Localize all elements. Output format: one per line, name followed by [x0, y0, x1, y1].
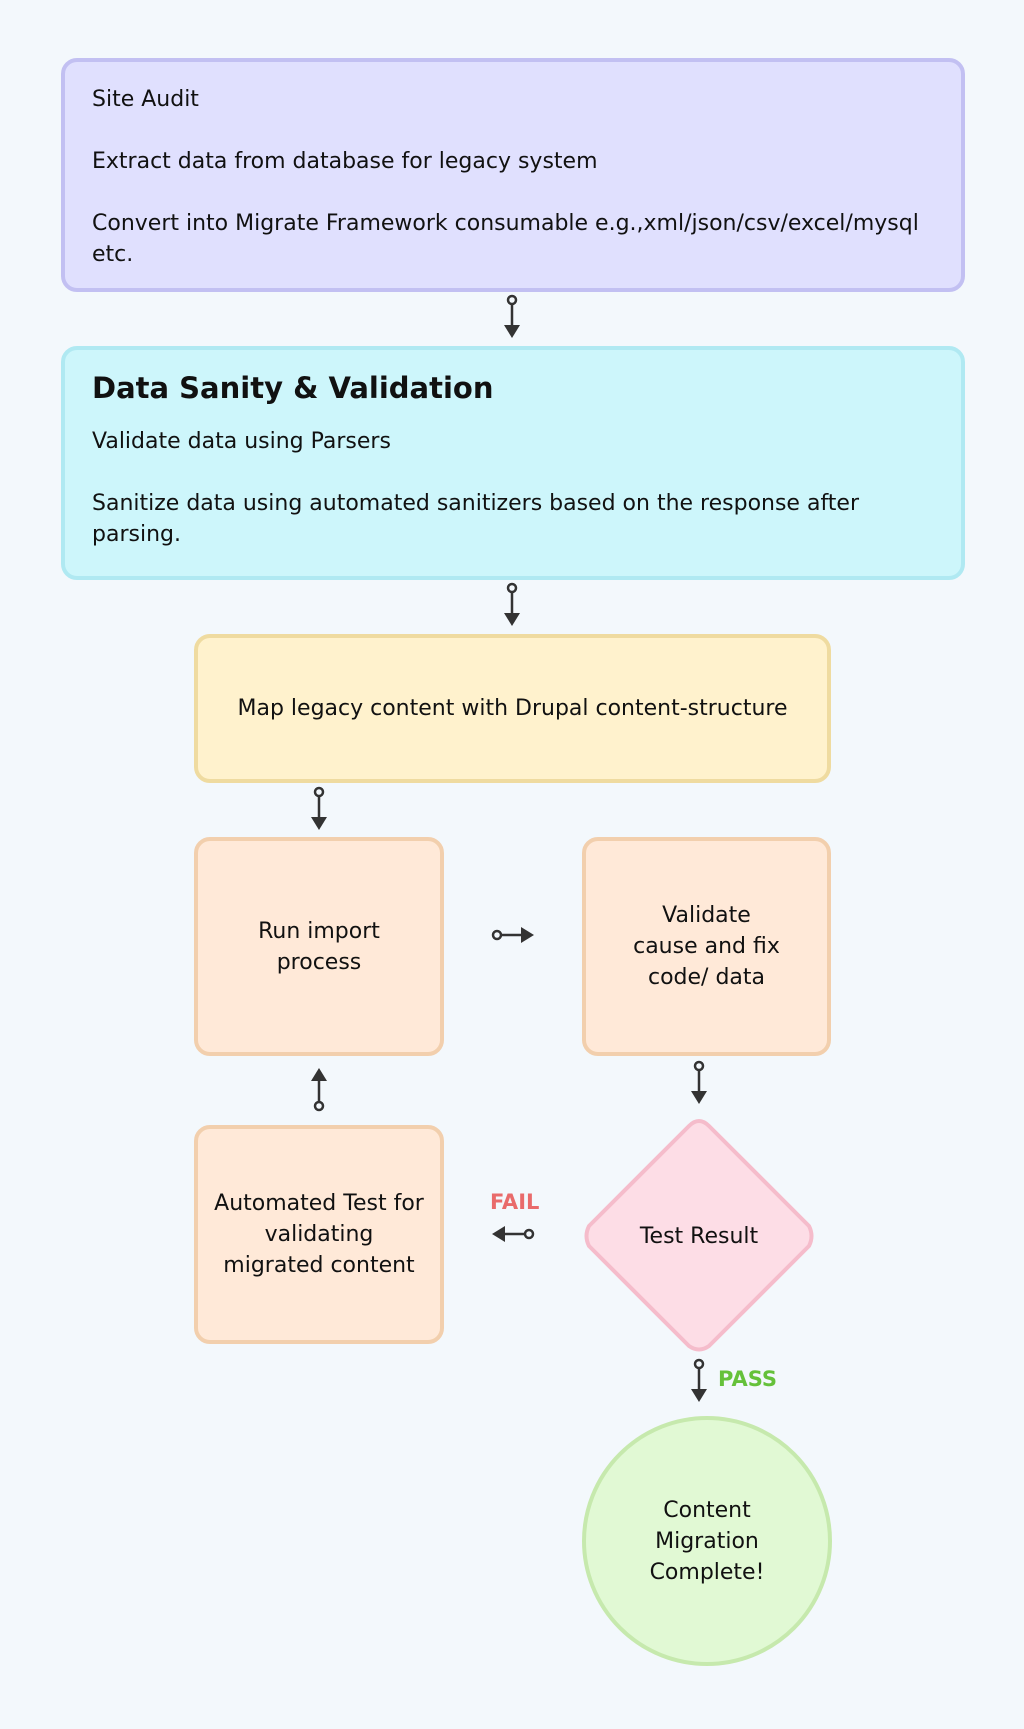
automated-test-label: Automated Test for validating migrated c… [214, 1191, 424, 1278]
arrow-test-result-to-complete [691, 1358, 707, 1402]
sanity-line-1: Validate data using Parsers [92, 429, 391, 454]
pass-label: PASS [718, 1367, 778, 1391]
audit-line-1: Site Audit [92, 87, 199, 112]
arrow-automated-test-to-run-import [311, 1068, 327, 1112]
arrow-test-result-to-automated-test [492, 1226, 535, 1242]
automated-test-box: Automated Test for validating migrated c… [194, 1125, 444, 1344]
test-result-label-wrap: Test Result [580, 1117, 818, 1355]
arrow-validate-to-test-result [691, 1060, 707, 1104]
map-content-label: Map legacy content with Drupal content-s… [237, 696, 788, 721]
arrow-sanity-to-map [504, 582, 520, 626]
site-audit-box: Site Audit Extract data from database fo… [61, 58, 965, 292]
audit-line-3: Convert into Migrate Framework consumabl… [92, 211, 919, 267]
audit-line-2: Extract data from database for legacy sy… [92, 149, 598, 174]
migration-complete-label: Content Migration Complete! [649, 1497, 765, 1585]
arrow-run-import-to-validate [491, 927, 534, 943]
arrow-map-to-run-import [311, 786, 327, 830]
test-result-diamond: Test Result [580, 1117, 818, 1355]
validate-fix-box: Validate cause and fix code/ data [582, 837, 831, 1056]
fail-label: FAIL [490, 1190, 540, 1214]
data-sanity-title: Data Sanity & Validation [92, 371, 494, 405]
run-import-box: Run import process [194, 837, 444, 1056]
map-content-box: Map legacy content with Drupal content-s… [194, 634, 831, 783]
sanity-line-2: Sanitize data using automated sanitizers… [92, 491, 860, 547]
run-import-label: Run import process [258, 918, 380, 975]
data-sanity-box: Data Sanity & Validation Validate data u… [61, 346, 965, 580]
validate-fix-label: Validate cause and fix code/ data [633, 903, 780, 990]
arrow-audit-to-sanity [504, 294, 520, 338]
migration-complete-circle: Content Migration Complete! [582, 1416, 832, 1666]
test-result-label: Test Result [639, 1223, 759, 1249]
